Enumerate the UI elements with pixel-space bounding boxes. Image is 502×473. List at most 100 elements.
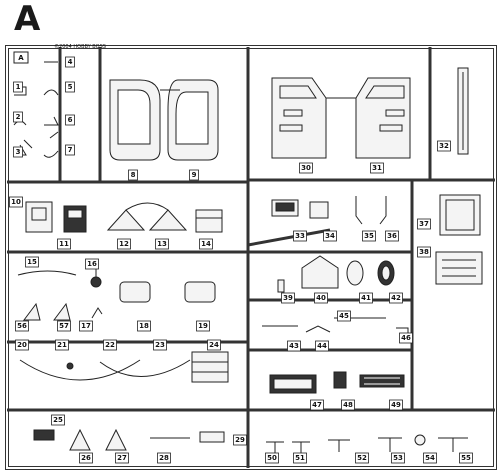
part-label-text: 38 <box>419 248 429 256</box>
part-label-text: 25 <box>53 416 63 424</box>
part-label-box <box>362 230 376 242</box>
part-label-text: 19 <box>198 322 208 330</box>
part-label-text: 57 <box>59 322 69 330</box>
part-label-45: 45 <box>337 310 351 322</box>
part-label-text: 56 <box>17 322 27 330</box>
part-label-48: 48 <box>341 399 355 411</box>
part-label-18: 18 <box>137 320 151 332</box>
part-label-box <box>155 238 169 250</box>
part-label-box <box>15 339 29 351</box>
part-label-box <box>199 238 213 250</box>
part-label-text: 33 <box>295 232 305 240</box>
parts-37-38 <box>435 194 483 285</box>
part-label-box <box>65 144 75 156</box>
part-label-text: 11 <box>59 240 69 248</box>
part-label-2: 2 <box>13 111 23 123</box>
part-label-40: 40 <box>314 292 328 304</box>
part-label-box <box>370 162 384 174</box>
part-label-text: 41 <box>361 294 371 302</box>
part-label-text: 34 <box>325 232 335 240</box>
part-label-box <box>391 452 405 464</box>
part-label-9: 9 <box>189 169 199 181</box>
part-label-box <box>57 320 71 332</box>
part-label-box <box>314 292 328 304</box>
part-label-box <box>128 169 138 181</box>
part-label-31: 31 <box>370 162 384 174</box>
part-label-box <box>13 81 23 93</box>
part-label-34: 34 <box>323 230 337 242</box>
parts-33-36 <box>271 196 387 225</box>
part-label-text: 7 <box>68 146 73 154</box>
part-label-box <box>79 452 93 464</box>
part-label-text: 55 <box>461 454 471 462</box>
part-label-8: 8 <box>128 169 138 181</box>
part-label-32: 32 <box>437 140 451 152</box>
part-label-box <box>323 230 337 242</box>
part-label-box <box>51 414 65 426</box>
part-label-17: 17 <box>79 320 93 332</box>
part-label-box <box>310 399 324 411</box>
parts-30-31-doors <box>271 77 411 159</box>
corner-tag: A <box>13 51 29 64</box>
part-label-box <box>57 238 71 250</box>
sprue-sheet-letter: A <box>14 0 41 39</box>
part-label-text: 48 <box>343 401 353 409</box>
part-label-19: 19 <box>196 320 210 332</box>
part-label-text: 30 <box>301 164 311 172</box>
part-label-44: 44 <box>315 340 329 352</box>
part-label-text: 53 <box>393 454 403 462</box>
part-label-4: 4 <box>65 56 75 68</box>
part-label-box <box>157 452 171 464</box>
part-label-38: 38 <box>417 246 431 258</box>
part-32-bar <box>457 67 469 155</box>
part-label-25: 25 <box>51 414 65 426</box>
part-label-text: 12 <box>119 240 129 248</box>
parts-50-55 <box>266 434 468 454</box>
part-label-text: 29 <box>235 436 245 444</box>
part-label-text: 52 <box>357 454 367 462</box>
part-label-text: 39 <box>283 294 293 302</box>
part-label-36: 36 <box>385 230 399 242</box>
part-label-1: 1 <box>13 81 23 93</box>
part-label-52: 52 <box>355 452 369 464</box>
part-label-text: 8 <box>131 171 136 179</box>
part-label-15: 15 <box>25 256 39 268</box>
part-label-box <box>79 320 93 332</box>
part-label-text: 23 <box>155 341 165 349</box>
part-label-box <box>437 140 451 152</box>
part-label-box <box>355 452 369 464</box>
part-label-box <box>399 332 413 344</box>
parts-10-14 <box>25 201 223 233</box>
part-label-41: 41 <box>359 292 373 304</box>
part-label-27: 27 <box>115 452 129 464</box>
maker-stamp: ©2004 HOBBY BOSS <box>54 43 106 50</box>
corner-tag-text: A <box>18 54 24 62</box>
parts-25-29 <box>33 428 225 451</box>
parts-8-9-frames <box>109 79 219 161</box>
part-label-box <box>115 452 129 464</box>
part-label-box <box>293 230 307 242</box>
part-label-box <box>55 339 69 351</box>
part-label-7: 7 <box>65 144 75 156</box>
part-label-55: 55 <box>459 452 473 464</box>
part-label-56: 56 <box>15 320 29 332</box>
part-label-39: 39 <box>281 292 295 304</box>
part-label-box <box>341 399 355 411</box>
part-label-text: 17 <box>81 322 91 330</box>
part-label-box <box>265 452 279 464</box>
part-label-23: 23 <box>153 339 167 351</box>
part-label-box <box>15 320 29 332</box>
part-label-text: 37 <box>419 220 429 228</box>
part-label-text: 54 <box>425 454 435 462</box>
part-label-text: 36 <box>387 232 397 240</box>
parts-39-42 <box>277 255 395 293</box>
part-label-text: 26 <box>81 454 91 462</box>
part-label-box <box>389 399 403 411</box>
part-label-text: 3 <box>16 148 21 156</box>
part-label-text: 5 <box>68 83 73 91</box>
part-label-6: 6 <box>65 114 75 126</box>
outer-runner <box>5 45 497 470</box>
part-label-text: 2 <box>16 113 21 121</box>
part-label-text: 50 <box>267 454 277 462</box>
